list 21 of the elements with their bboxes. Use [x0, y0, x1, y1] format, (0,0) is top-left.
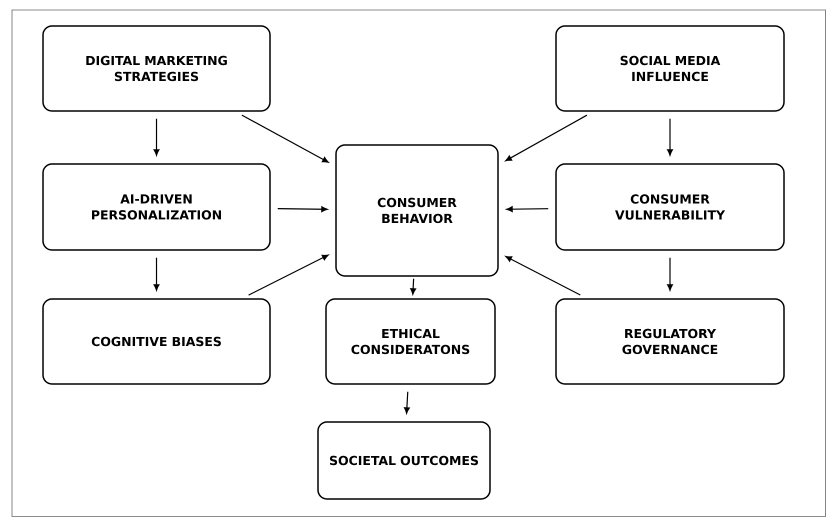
concept-box: CONSUMER BEHAVIOR: [335, 144, 499, 277]
arrow: [667, 258, 673, 291]
arrow: [506, 206, 548, 212]
arrow: [410, 278, 416, 295]
concept-box: ETHICAL CONSIDERATONS: [325, 298, 496, 385]
concept-box: CONSUMER VULNERABILITY: [555, 163, 785, 251]
arrow: [154, 118, 160, 156]
arrow: [278, 206, 328, 212]
arrow: [154, 258, 160, 291]
arrow: [404, 392, 410, 414]
concept-box: COGNITIVE BIASES: [42, 298, 271, 385]
arrow: [505, 256, 581, 296]
arrow: [248, 254, 329, 296]
arrow: [242, 114, 329, 163]
concept-box: SOCIAL MEDIA INFLUENCE: [555, 25, 785, 112]
arrow: [505, 114, 588, 162]
concept-box: SOCIETAL OUTCOMES: [317, 421, 491, 500]
concept-box: DIGITAL MARKETING STRATEGIES: [42, 25, 271, 112]
concept-box: AI-DRIVEN PERSONALIZATION: [42, 163, 271, 251]
concept-box: REGULATORY GOVERNANCE: [555, 298, 785, 385]
arrow: [667, 118, 673, 156]
